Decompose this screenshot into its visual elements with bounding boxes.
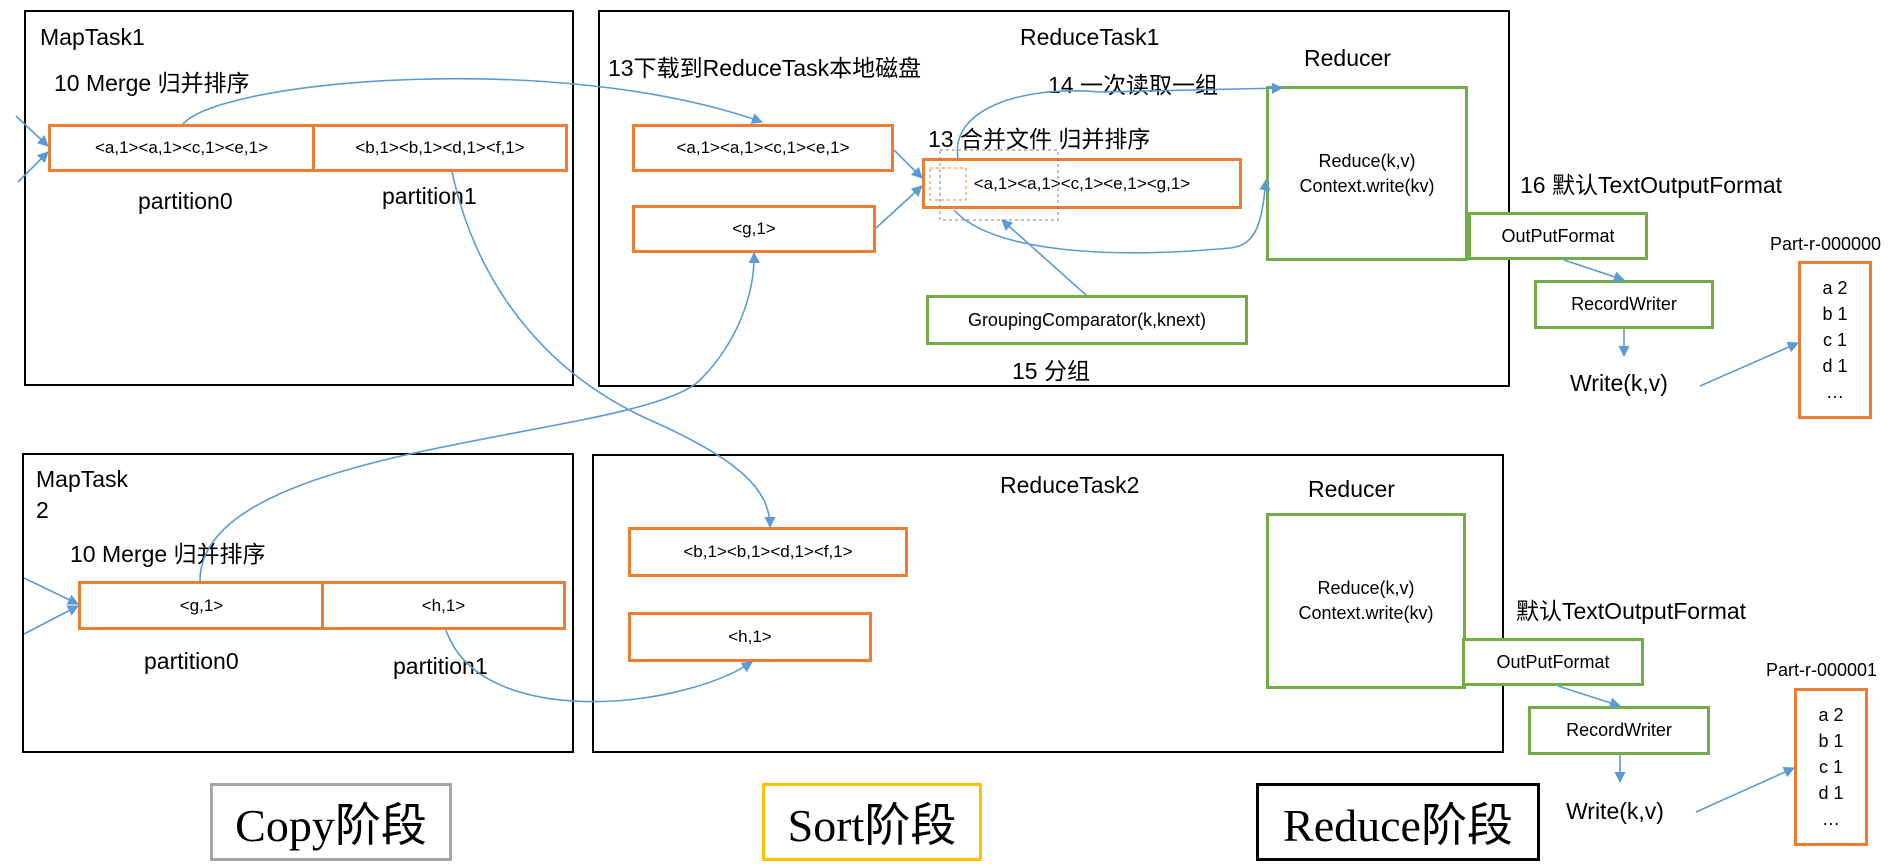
output1-arrow-1 [1563, 259, 1626, 283]
reducetask1-merge-label: 13 合并文件 归并排序 [928, 126, 1151, 152]
reducetask2-file1: <b,1><b,1><d,1><f,1> [628, 527, 908, 577]
output2-line-2: b 1 [1818, 731, 1844, 751]
output1-outputformat-box: OutPutFormat [1468, 212, 1648, 260]
sort-stage-label: Sort阶段 [762, 783, 982, 861]
reducetask1-reduce-line2: Context.write(kv) [1299, 175, 1435, 196]
output2-file-name: Part-r-000001 [1766, 660, 1878, 680]
reducetask1-file1: <a,1><a,1><c,1><e,1> [632, 124, 894, 172]
output1-line-5: … [1826, 382, 1844, 402]
output2-line-1: a 2 [1818, 705, 1844, 725]
reducetask2-reducer-box: Reduce(k,v) Context.write(kv) [1266, 513, 1466, 689]
maptask2-partition1-label: partition1 [393, 653, 488, 679]
maptask2-partition0-box: <g,1> [78, 581, 325, 630]
output2-recordwriter-box: RecordWriter [1528, 706, 1710, 755]
reducetask2-reduce-line2: Context.write(kv) [1298, 603, 1434, 623]
maptask2-title-line1: MapTask [36, 466, 129, 492]
output1-line-2: b 1 [1822, 304, 1848, 324]
maptask2-title-line2: 2 [36, 497, 49, 523]
reducetask1-file2: <g,1> [632, 205, 876, 253]
reducetask1-merged-file: <a,1><a,1><c,1><e,1><g,1> [922, 158, 1242, 209]
output1-line-4: d 1 [1822, 356, 1848, 376]
reduce-stage-label: Reduce阶段 [1256, 783, 1540, 861]
output1-part-file: a 2 b 1 c 1 d 1 … [1798, 261, 1872, 419]
output2-line-4: d 1 [1818, 783, 1844, 803]
output2-line-5: … [1822, 809, 1840, 829]
reducetask1-group-label: 15 分组 [1012, 358, 1090, 384]
reducetask2-file2: <h,1> [628, 612, 872, 662]
maptask1-title: MapTask1 [40, 24, 145, 50]
output2-line-3: c 1 [1818, 757, 1843, 777]
reducetask2-title: ReduceTask2 [1000, 472, 1140, 498]
output2-part-file: a 2 b 1 c 1 d 1 … [1794, 688, 1868, 846]
maptask1-partition1-label: partition1 [382, 183, 477, 209]
reducetask2-reducer-title: Reducer [1308, 476, 1395, 502]
output1-line-1: a 2 [1822, 278, 1848, 298]
output1-arrow-3 [1699, 341, 1800, 387]
output2-arrow-1 [1557, 685, 1622, 709]
output1-format-label: 16 默认TextOutputFormat [1520, 172, 1783, 198]
output1-line-3: c 1 [1822, 330, 1847, 350]
maptask2-partition1-box: <h,1> [321, 581, 566, 630]
output2-outputformat-box: OutPutFormat [1462, 638, 1644, 686]
output1-write-label: Write(k,v) [1570, 370, 1668, 396]
output1-file-name: Part-r-000000 [1770, 234, 1882, 254]
reducetask1-title: ReduceTask1 [1020, 24, 1160, 50]
reducetask1-grouping-box: GroupingComparator(k,knext) [926, 295, 1248, 345]
maptask1-partition0-box: <a,1><a,1><c,1><e,1> [48, 124, 315, 172]
output2-write-label: Write(k,v) [1566, 798, 1664, 824]
maptask1-partition0-label: partition0 [138, 188, 233, 214]
output2-format-label: 默认TextOutputFormat [1516, 598, 1747, 624]
reducetask1-reducer-title: Reducer [1304, 45, 1391, 71]
maptask2-merge-label: 10 Merge 归并排序 [70, 541, 266, 567]
maptask2-partition0-label: partition0 [144, 648, 239, 674]
reducetask2-reduce-line1: Reduce(k,v) [1317, 578, 1415, 598]
reducetask1-reducer-box: Reduce(k,v) Context.write(kv) [1266, 86, 1468, 261]
maptask1-merge-label: 10 Merge 归并排序 [54, 70, 250, 96]
output1-recordwriter-box: RecordWriter [1534, 280, 1714, 329]
output2-arrow-3 [1695, 767, 1796, 813]
reducetask1-read-label: 14 一次读取一组 [1048, 72, 1218, 98]
copy-stage-label: Copy阶段 [210, 783, 452, 861]
reducetask1-reduce-line1: Reduce(k,v) [1318, 150, 1416, 171]
maptask1-partition1-box: <b,1><b,1><d,1><f,1> [312, 124, 568, 172]
reducetask1-download-label: 13下载到ReduceTask本地磁盘 [608, 55, 922, 81]
